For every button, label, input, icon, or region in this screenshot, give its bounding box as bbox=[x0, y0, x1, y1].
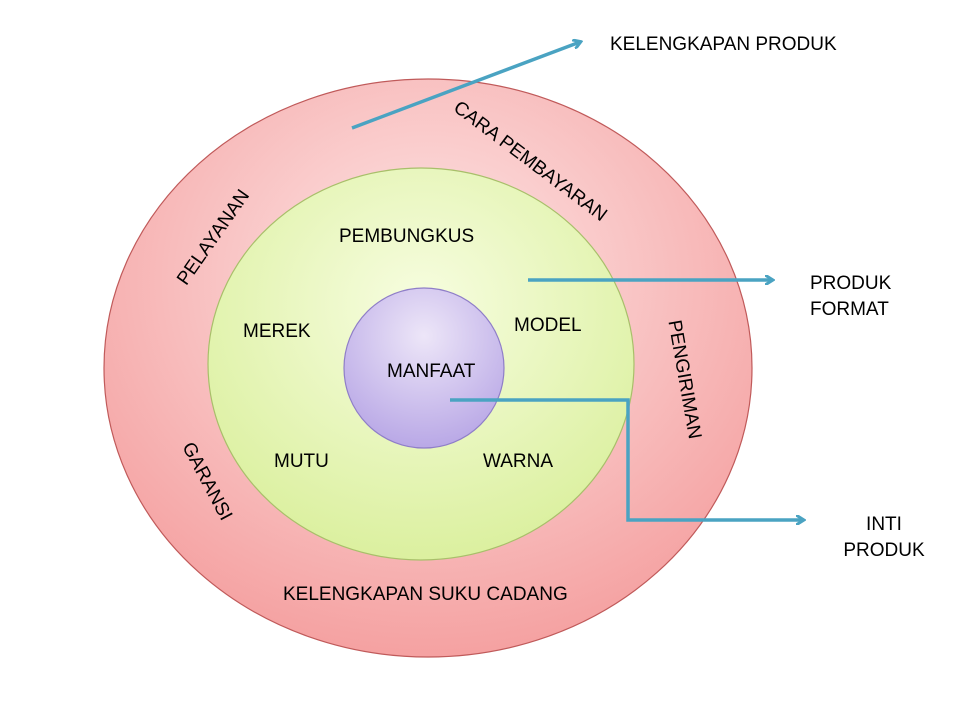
label-merek: MEREK bbox=[243, 321, 311, 342]
callout-produk-format: PRODUK FORMAT bbox=[810, 271, 891, 323]
arrow-core-product bbox=[450, 398, 803, 520]
label-pembungkus: PEMBUNGKUS bbox=[339, 226, 475, 247]
callout-inti-produk-line2: PRODUK bbox=[843, 540, 925, 561]
callout-kelengkapan-produk: KELENGKAPAN PRODUK bbox=[610, 34, 837, 55]
label-manfaat: MANFAAT bbox=[387, 361, 476, 382]
callout-produk-format-line2: FORMAT bbox=[810, 299, 889, 320]
inner-circle bbox=[343, 287, 505, 449]
label-kelengkapan-suku-cadang: KELENGKAPAN SUKU CADANG bbox=[283, 584, 568, 605]
callout-inti-produk: INTI PRODUK bbox=[843, 512, 925, 564]
arrow-augmented-product bbox=[351, 42, 580, 130]
label-warna: WARNA bbox=[483, 451, 554, 472]
label-mutu: MUTU bbox=[274, 451, 329, 472]
callout-produk-format-line1: PRODUK bbox=[810, 273, 892, 294]
label-model: MODEL bbox=[514, 315, 582, 336]
callout-inti-produk-line1: INTI bbox=[866, 514, 902, 535]
